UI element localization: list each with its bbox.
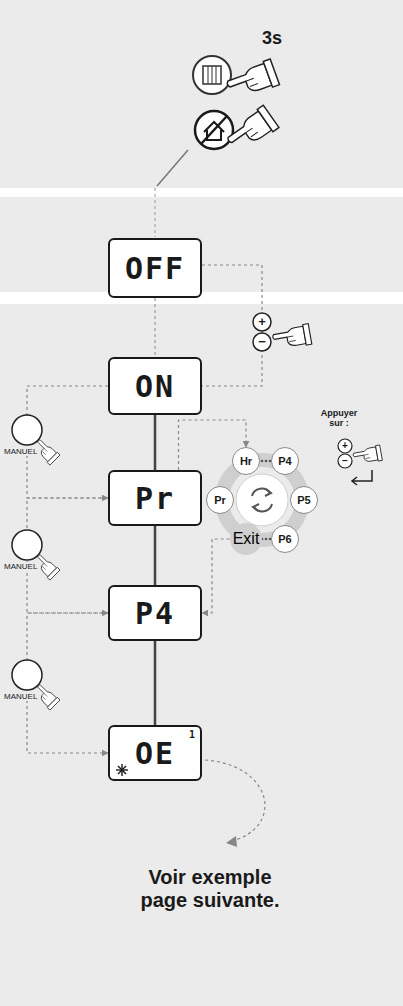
shutter-icon [203, 66, 221, 84]
menu-circle: P5 [290, 486, 318, 514]
label-text: MANUEL [3, 692, 38, 701]
dots [261, 460, 272, 541]
curved-arrow [205, 760, 265, 842]
drawing-part [116, 769, 128, 770]
drawing-part [261, 460, 264, 463]
node-text: P4 [278, 455, 291, 467]
display-screen: ON [108, 357, 202, 415]
button-sign: + [258, 315, 266, 328]
eco-button [195, 111, 233, 149]
drawing-part [265, 538, 268, 541]
menu-circle: P4 [271, 447, 299, 475]
node-text: P5 [297, 494, 310, 506]
drawing-part [121, 764, 122, 776]
note-text: Voir exemple page suivante. [130, 866, 290, 912]
recycle-icon [265, 489, 271, 496]
button-sign: − [342, 456, 348, 466]
flow-connector [154, 298, 155, 357]
leader-line [155, 188, 156, 237]
display-screen: OFF [108, 238, 202, 298]
node-text: Pr [214, 494, 226, 506]
node-text: OFF [125, 251, 185, 286]
node-text: P4 [135, 596, 175, 631]
enter-symbol [352, 470, 372, 485]
node-text: Exit [233, 530, 260, 548]
node-text: Pr [135, 481, 175, 516]
leader-line [157, 150, 188, 186]
label-text: Appuyer sur : [314, 408, 364, 429]
node-text: Hr [240, 455, 252, 467]
display-screen: P4 [108, 585, 202, 641]
plus-button [338, 439, 352, 453]
hand-pointer [272, 324, 312, 351]
hand-pointer [224, 59, 279, 101]
button-sign: + [342, 441, 348, 451]
manual-button [12, 415, 42, 445]
node-text: ON [135, 369, 175, 404]
manual-button [12, 530, 42, 560]
manual-button [12, 660, 42, 690]
label-text: MANUEL [3, 447, 38, 456]
display-screen: OE 1 [108, 725, 202, 781]
cycle-center [236, 474, 288, 526]
button-sign: − [258, 335, 266, 348]
cross-line [201, 116, 227, 144]
minus-button [253, 333, 271, 351]
main-panel [0, 304, 403, 1006]
superscript: 1 [189, 729, 195, 740]
minus-button [338, 454, 352, 468]
arrow-head [226, 836, 237, 847]
node-text: P6 [278, 533, 291, 545]
recycle-icon [253, 504, 259, 511]
flow-connector [27, 386, 108, 498]
hand-pointer [223, 105, 279, 155]
top-panel [0, 0, 403, 188]
sun-symbol [116, 764, 128, 776]
plus-button [253, 313, 271, 331]
drawing-part [118, 766, 126, 774]
flow-connector [202, 539, 230, 613]
drawing-part [265, 460, 268, 463]
label-text: 3s [262, 28, 282, 49]
display-screen: Pr [108, 470, 202, 526]
node-text: OE [135, 736, 175, 771]
shutter-button [193, 56, 231, 94]
menu-circle: Hr [232, 447, 260, 475]
shutter-icon [208, 66, 216, 84]
menu-circle: P6 [271, 525, 299, 553]
recycle-icon [254, 504, 272, 511]
hand-pointer [352, 445, 382, 465]
label-text: MANUEL [3, 562, 38, 571]
menu-circle: Pr [206, 486, 234, 514]
flow-connector [27, 498, 108, 613]
sequence-line [154, 414, 157, 726]
drawing-part [118, 766, 126, 774]
recycle-icon [252, 489, 270, 496]
